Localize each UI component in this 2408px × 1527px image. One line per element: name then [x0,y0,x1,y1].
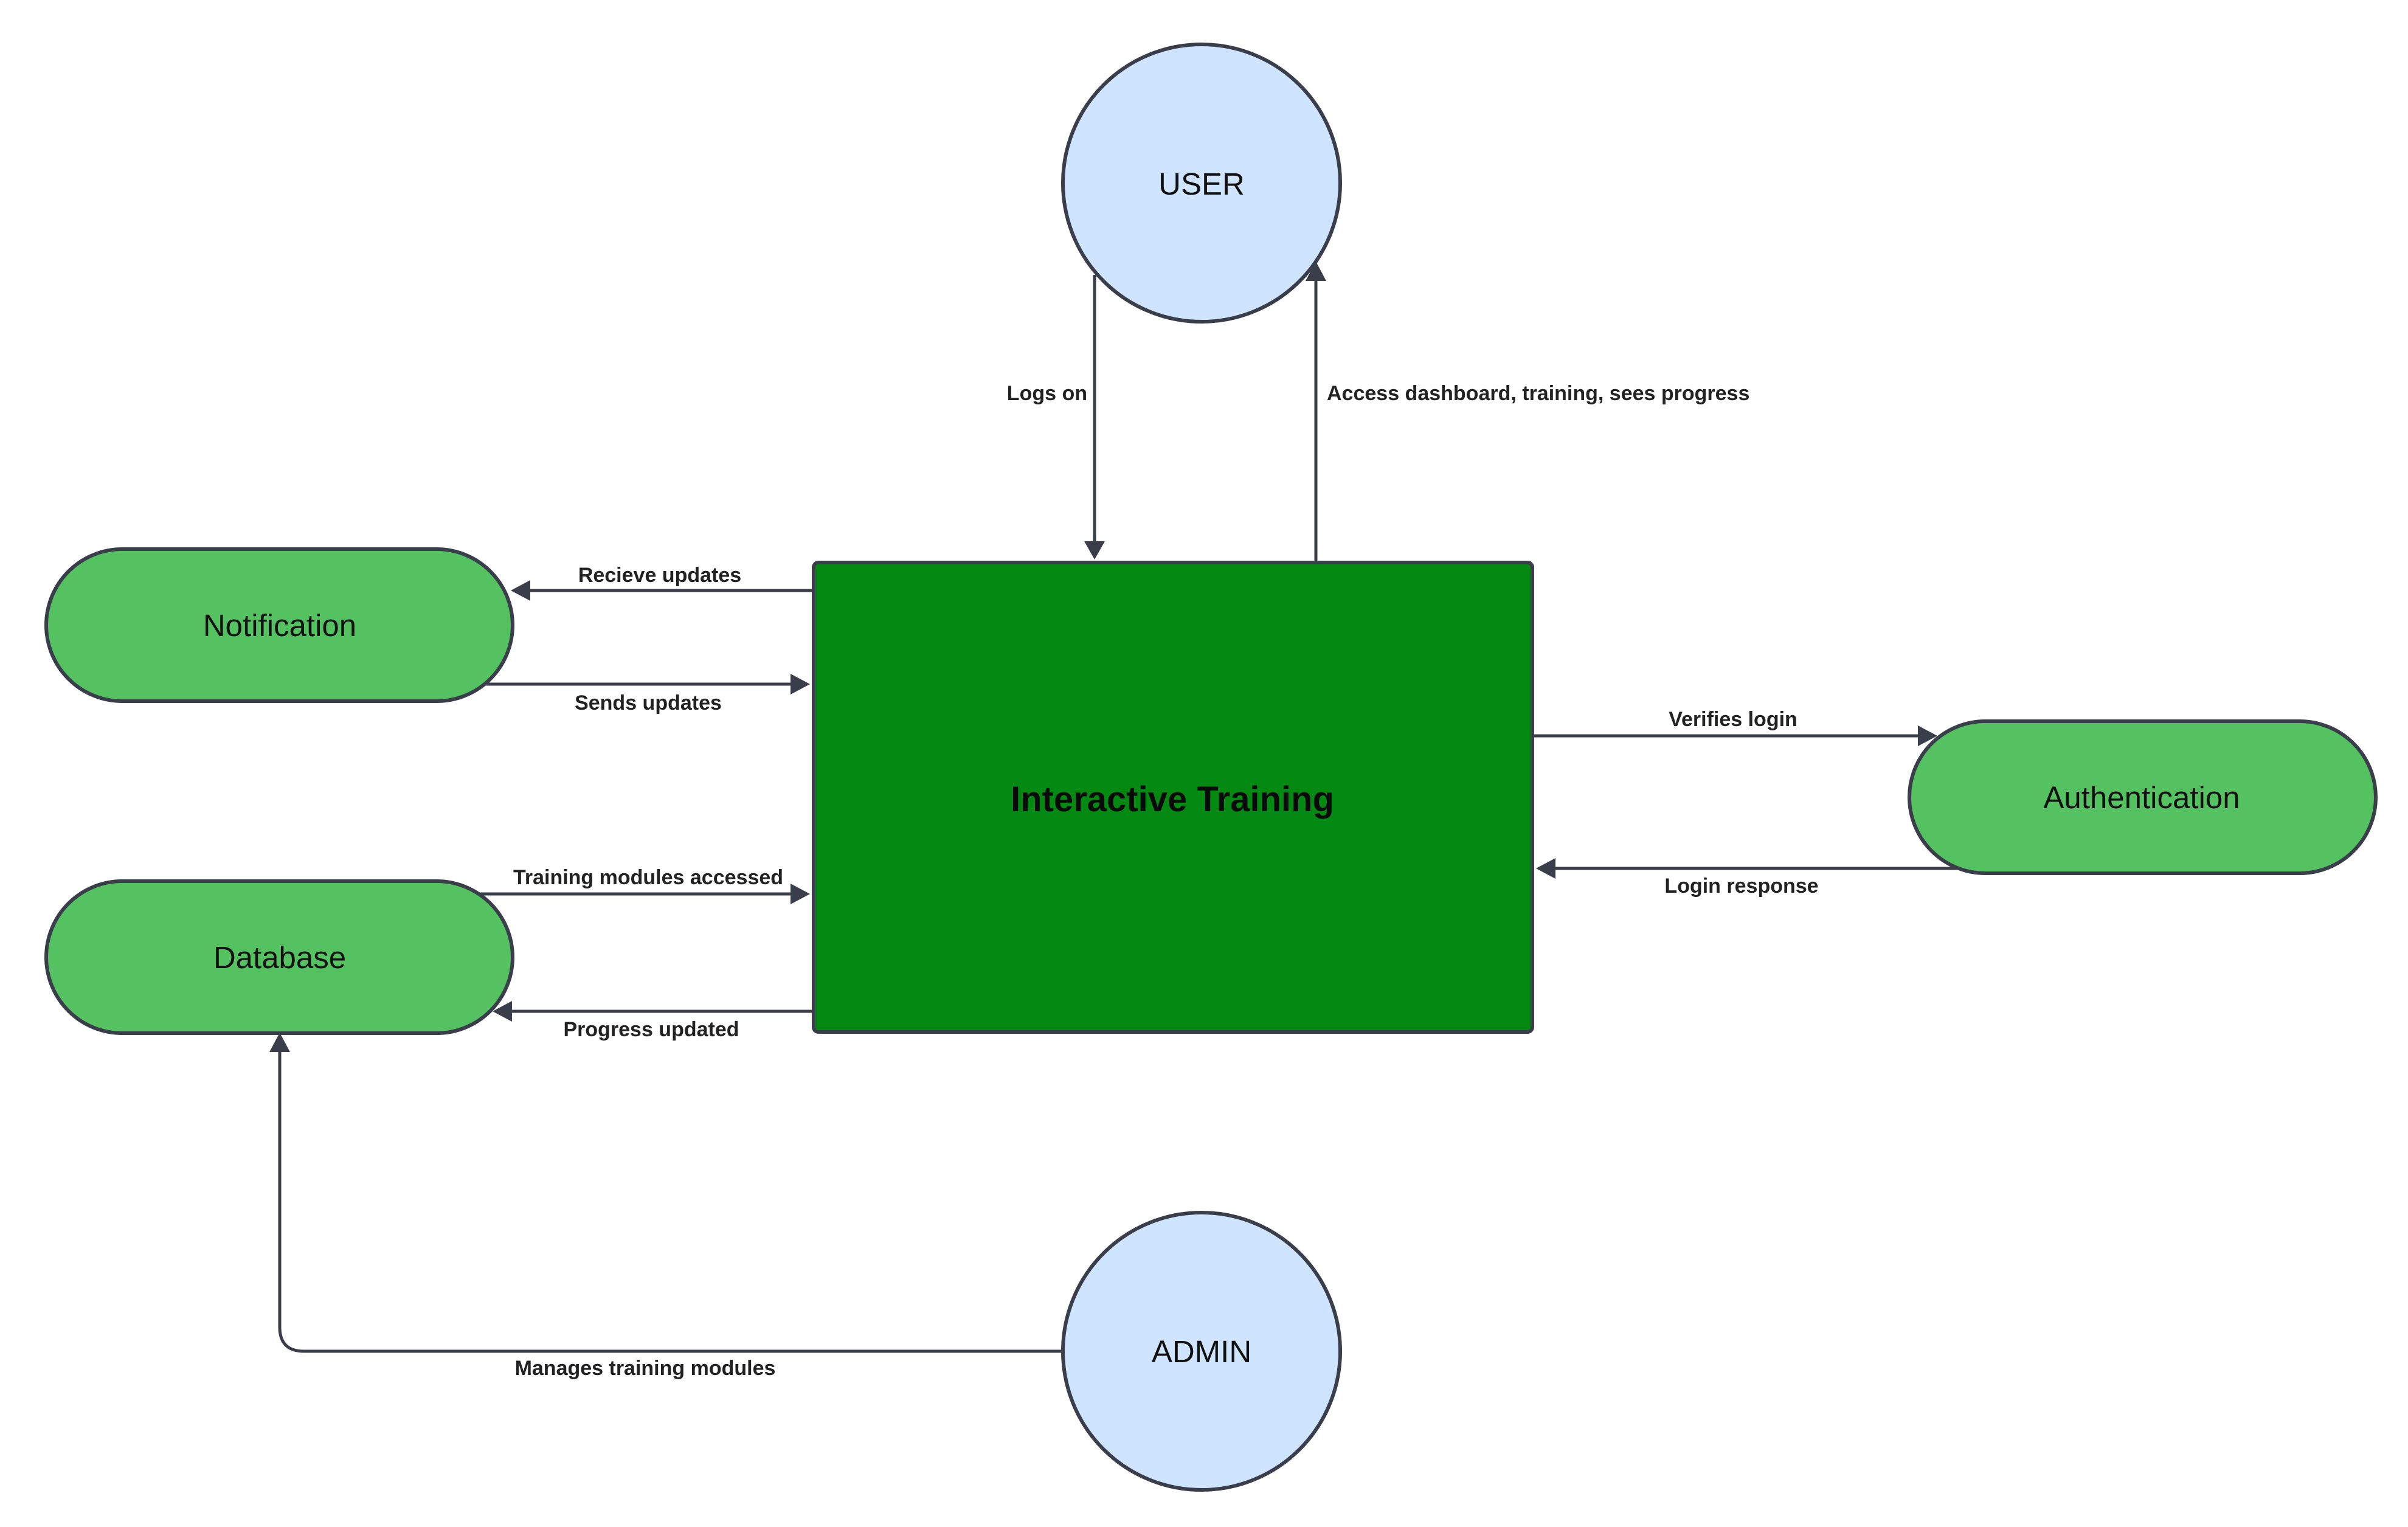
edge-label-progress-updated: Progress updated [563,1018,739,1041]
notification-store-label: Notification [203,608,356,643]
arrowhead-sends-updates [791,674,810,694]
database-store-label: Database [213,940,346,975]
arrowhead-access-dashboard [1306,261,1326,281]
edge-manages-training-modules [278,1052,1063,1353]
edge-label-training-modules-accessed: Training modules accessed [513,866,783,889]
notification-store-node [44,547,514,703]
user-entity-label: USER [1158,167,1245,201]
arrowhead-logs-on [1084,541,1105,559]
arrowhead-progress-updated [493,1001,512,1022]
arrowhead-verifies-login [1918,725,1937,746]
interactive-training-process-node [812,561,1534,1034]
interactive-training-process-label: Interactive Training [1011,780,1334,819]
authentication-store-label: Authentication [2043,780,2240,815]
edge-label-recieve-updates: Recieve updates [578,564,741,587]
edge-label-sends-updates: Sends updates [575,691,722,715]
arrowhead-manages-training-modules [269,1033,290,1052]
arrowhead-recieve-updates [511,580,530,601]
database-store-node [44,879,514,1035]
edge-label-manages-training-modules: Manages training modules [515,1357,776,1380]
edge-label-verifies-login: Verifies login [1669,708,1797,731]
arrowhead-login-response [1536,858,1555,879]
user-entity-node [1061,43,1342,324]
edge-label-login-response: Login response [1664,874,1818,898]
edge-label-access-dashboard: Access dashboard, training, sees progres… [1327,382,1749,405]
admin-entity-label: ADMIN [1152,1334,1251,1369]
authentication-store-node [1908,719,2378,875]
arrowhead-training-modules-accessed [791,884,810,904]
edge-label-logs-on: Logs on [1007,382,1087,405]
admin-entity-node [1061,1211,1342,1492]
